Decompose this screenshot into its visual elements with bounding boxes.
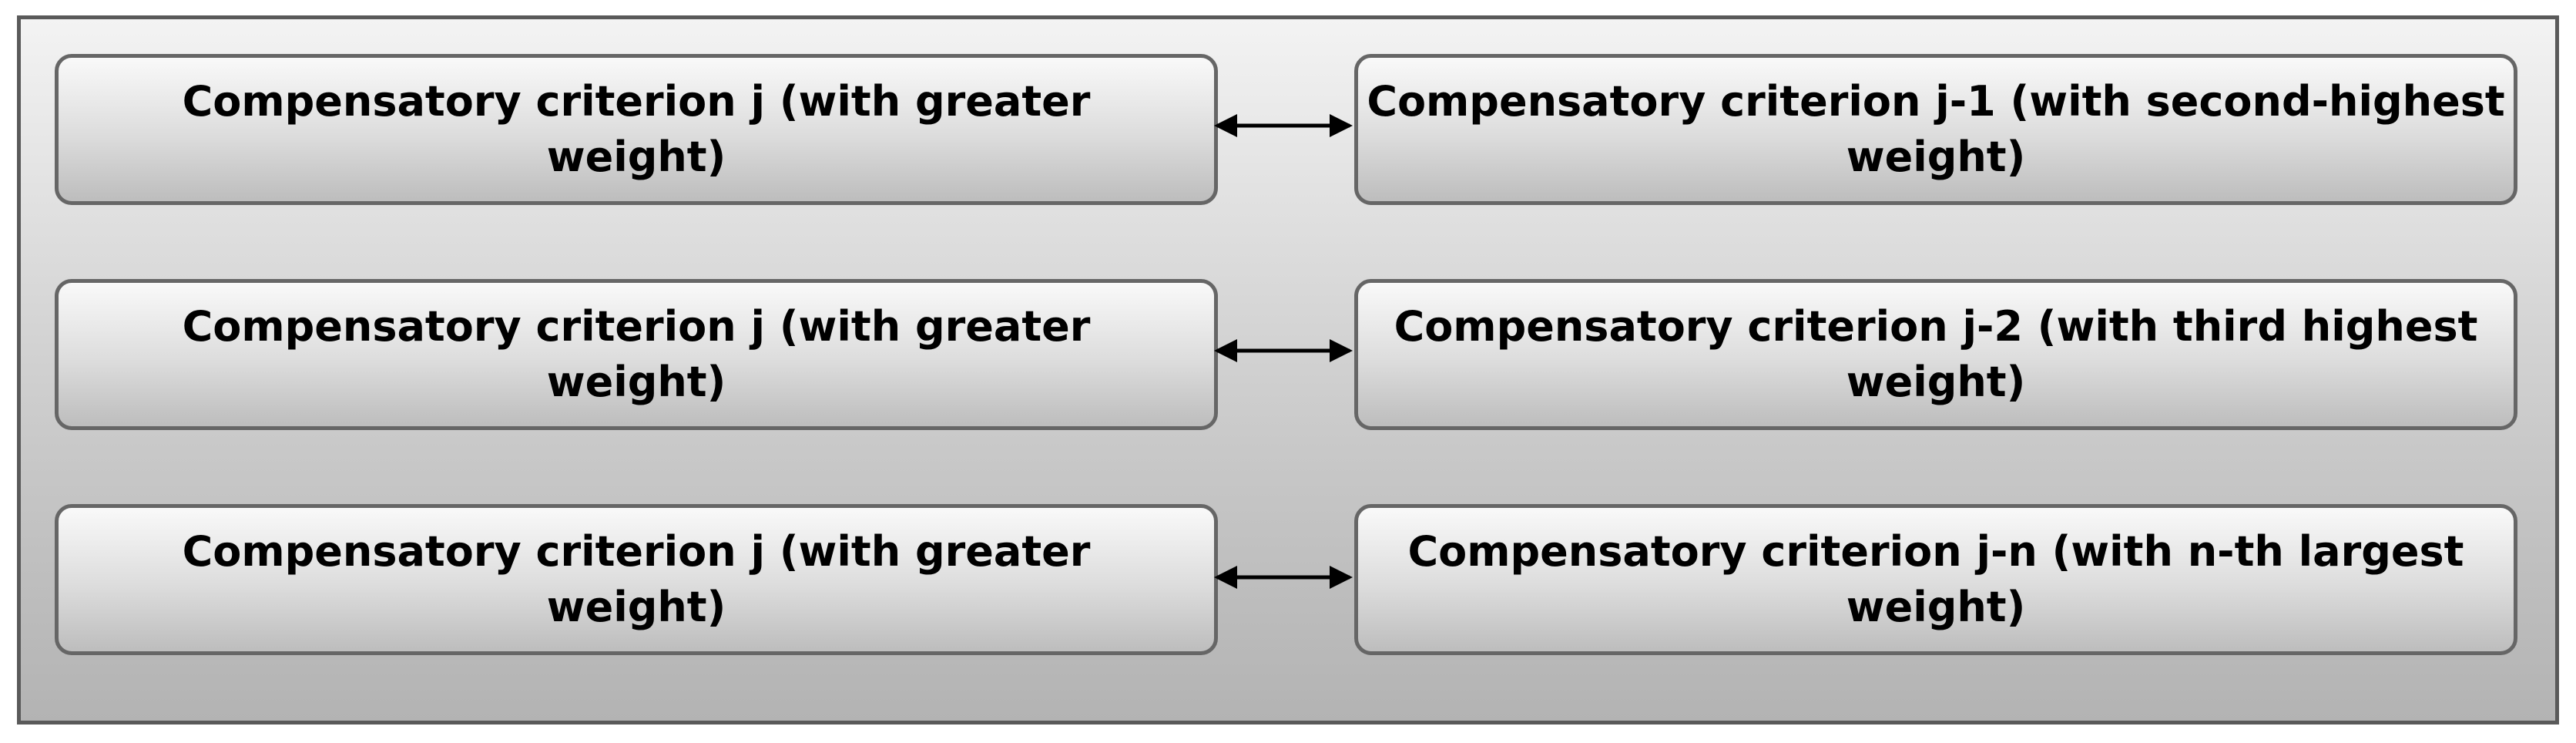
- criterion-j-minus-2-label: Compensatory criterion j-2 (with third h…: [1394, 302, 2478, 406]
- criterion-j-box-row-3: Compensatory criterion j (with greater w…: [55, 504, 1218, 655]
- criterion-j-box-row-2: Compensatory criterion j (with greater w…: [55, 279, 1218, 430]
- criterion-j-label-row-2: Compensatory criterion j (with greater w…: [182, 302, 1091, 406]
- criterion-j-box-row-1: Compensatory criterion j (with greater w…: [55, 54, 1218, 205]
- diagram-frame: Compensatory criterion j (with greater w…: [17, 15, 2559, 725]
- criterion-j-minus-1-box: Compensatory criterion j-1 (with second-…: [1354, 54, 2517, 205]
- criterion-j-minus-2-box: Compensatory criterion j-2 (with third h…: [1354, 279, 2517, 430]
- criterion-j-label-row-1: Compensatory criterion j (with greater w…: [182, 77, 1091, 181]
- criterion-j-minus-n-box: Compensatory criterion j-n (with n-th la…: [1354, 504, 2517, 655]
- criterion-j-label-row-3: Compensatory criterion j (with greater w…: [182, 527, 1091, 631]
- criterion-j-minus-n-label: Compensatory criterion j-n (with n-th la…: [1407, 527, 2464, 631]
- criterion-j-minus-1-label: Compensatory criterion j-1 (with second-…: [1367, 77, 2505, 181]
